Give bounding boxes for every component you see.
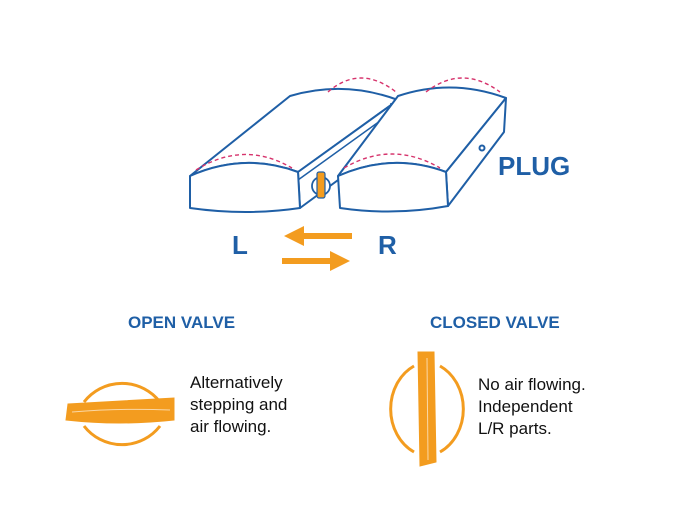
right-chamber	[337, 86, 507, 213]
open-valve-icon	[65, 381, 175, 447]
flow-arrows	[282, 226, 352, 271]
closed-valve-line: Independent	[478, 397, 573, 416]
open-valve-upper-arc	[82, 381, 162, 403]
dash-left-front	[195, 153, 293, 171]
dashed-curves	[195, 77, 501, 171]
open-valve-flap	[65, 397, 175, 424]
open-valve-line: stepping and	[190, 395, 288, 414]
dash-left-back	[327, 77, 397, 93]
closed-valve-description: No air flowing. Independent L/R parts.	[478, 374, 586, 440]
dash-right-front	[343, 153, 441, 169]
closed-valve-right-arc	[439, 364, 465, 454]
closed-valve-line: No air flowing.	[478, 375, 586, 394]
open-valve-line: air flowing.	[190, 417, 272, 436]
closed-valve-left-arc	[389, 364, 415, 454]
right-chamber-front	[337, 161, 449, 213]
left-label: L	[232, 230, 248, 260]
closed-valve-title: CLOSED VALVE	[430, 313, 560, 332]
open-valve-description: Alternatively stepping and air flowing.	[190, 372, 287, 438]
open-valve-title: OPEN VALVE	[128, 313, 236, 332]
dash-right-back	[425, 77, 501, 93]
closed-valve-line: L/R parts.	[478, 419, 552, 438]
right-chamber-port	[478, 144, 486, 152]
plug-label: PLUG	[498, 151, 571, 181]
open-valve-lower-arc	[82, 425, 162, 447]
right-label: R	[378, 230, 397, 260]
closed-valve-icon	[389, 351, 465, 467]
arrow-right	[282, 251, 350, 271]
left-chamber-front	[189, 161, 301, 213]
plug-valve	[311, 171, 331, 199]
open-valve-line: Alternatively	[190, 373, 283, 392]
arrow-left	[284, 226, 352, 246]
